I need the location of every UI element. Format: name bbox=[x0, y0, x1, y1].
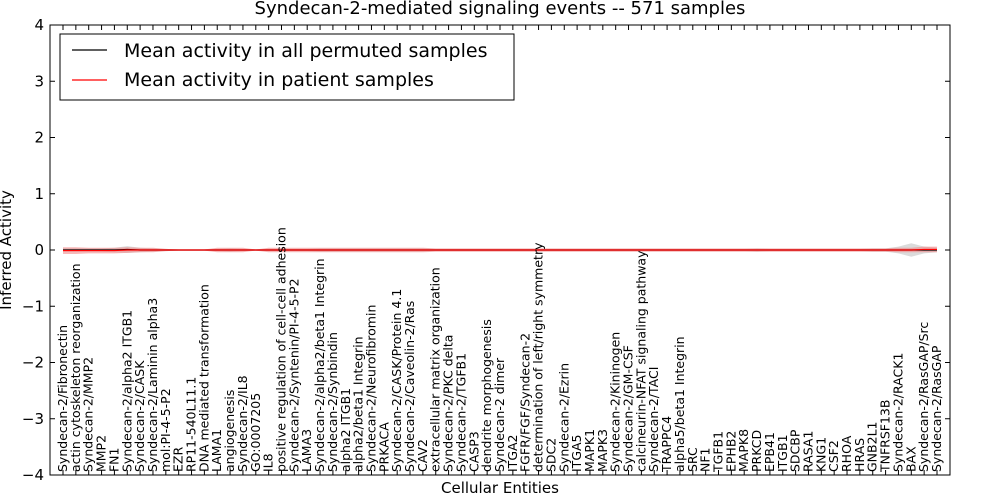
x-tick-label: Syndecan-2/alpha2/beta1 Integrin bbox=[312, 258, 327, 472]
x-tick-label: FGFR/FGF/Syndecan-2 bbox=[518, 333, 533, 472]
x-tick-label: BAX bbox=[903, 446, 918, 472]
x-tick-label: Syndecan-2/IL8 bbox=[235, 375, 250, 472]
x-tick-label: TGFB1 bbox=[711, 431, 726, 473]
x-tick-label: Syndecan-2/Caveolin-2/Ras bbox=[402, 301, 417, 472]
x-tick-label: Syndecan-2/RasGAP bbox=[929, 345, 944, 472]
y-tick-label: 4 bbox=[34, 16, 44, 34]
x-tick-label: Syndecan-2/alpha2 ITGB1 bbox=[119, 310, 134, 472]
x-tick-label: Syndecan-2/CASK/Protein 4.1 bbox=[389, 289, 404, 472]
x-tick-label: ITGA2 bbox=[505, 434, 520, 472]
line-patient bbox=[63, 248, 937, 252]
x-tick-label: Syndecan-2/Synbindin bbox=[325, 332, 340, 472]
x-tick-label: Syndecan-2/TACI bbox=[646, 367, 661, 472]
x-tick-label: NF1 bbox=[698, 448, 713, 473]
x-tick-label: CSF2 bbox=[826, 440, 841, 472]
x-tick-label: Syndecan-2/RasGAP/Src bbox=[916, 322, 931, 472]
y-axis-ticks: 4 3 2 1 0 −1 −2 −3 −4 bbox=[22, 16, 950, 484]
x-tick-label: FN1 bbox=[106, 448, 121, 473]
x-tick-label: Syndecan-2 dimer bbox=[492, 357, 507, 472]
x-tick-label: HRAS bbox=[852, 438, 867, 472]
x-tick-label: actin cytoskeleton reorganization bbox=[68, 263, 83, 472]
x-tick-label: Syndecan-2/GM-CSF bbox=[621, 345, 636, 472]
legend-label-permuted: Mean activity in all permuted samples bbox=[124, 40, 487, 62]
x-tick-label: GO:0007205 bbox=[248, 393, 263, 472]
x-tick-label: ITGA5 bbox=[569, 434, 584, 472]
x-tick-label: Syndecan-2/RACK1 bbox=[890, 353, 905, 472]
y-tick-label: 0 bbox=[34, 241, 44, 259]
x-tick-label: PRKCD bbox=[749, 430, 764, 472]
x-tick-label: GNB2L1 bbox=[865, 422, 880, 472]
legend: Mean activity in all permuted samples Me… bbox=[59, 33, 515, 101]
y-tick-label: 3 bbox=[34, 72, 44, 90]
y-axis-label: Inferred Activity bbox=[0, 190, 15, 310]
x-tick-label: CASP3 bbox=[466, 431, 481, 472]
x-tick-label: Syndecan-2/PKC delta bbox=[441, 335, 456, 472]
y-tick-label: 2 bbox=[34, 129, 44, 147]
x-tick-label: DNA mediated transformation bbox=[196, 284, 211, 472]
x-tick-label: SDC2 bbox=[543, 438, 558, 472]
x-tick-label: dendrite morphogenesis bbox=[479, 319, 494, 472]
x-tick-label: SDCBP bbox=[788, 429, 803, 472]
legend-box bbox=[59, 33, 515, 101]
y-tick-label: −4 bbox=[22, 466, 44, 484]
x-tick-label: LAMA1 bbox=[209, 429, 224, 472]
x-tick-label: Syndecan-2/TGFB1 bbox=[453, 353, 468, 472]
x-tick-label: MAPK3 bbox=[595, 429, 610, 472]
x-tick-label: TNFRSF13B bbox=[878, 400, 893, 473]
x-tick-label: positive regulation of cell-cell adhesio… bbox=[274, 227, 289, 472]
y-tick-label: −2 bbox=[22, 354, 44, 372]
y-tick-label: −1 bbox=[22, 297, 44, 315]
x-tick-label: Syndecan-2/CASK bbox=[132, 360, 147, 472]
x-tick-label: IL8 bbox=[261, 453, 276, 472]
x-tick-label: EPHB2 bbox=[723, 431, 738, 472]
x-tick-label: RHOA bbox=[839, 435, 854, 472]
x-tick-label: RP11-540L11.1 bbox=[184, 377, 199, 472]
x-tick-label: RASA1 bbox=[800, 431, 815, 472]
x-tick-label: EZR bbox=[171, 447, 186, 472]
y-tick-label: 1 bbox=[34, 185, 44, 203]
x-tick-label: EPB41 bbox=[762, 432, 777, 472]
series-lines bbox=[63, 248, 937, 252]
x-tick-label: MMP2 bbox=[94, 435, 109, 472]
x-axis-label: Cellular Entities bbox=[441, 479, 559, 497]
x-tick-label: PRKACA bbox=[376, 422, 391, 472]
x-tick-label: KNG1 bbox=[813, 437, 828, 472]
x-tick-label: MAPK1 bbox=[582, 429, 597, 472]
x-tick-label: Syndecan-2/Neurofibromin bbox=[363, 305, 378, 472]
x-tick-label: alpha2/beta1 Integrin bbox=[351, 336, 366, 472]
x-tick-label: Syndecan-2/MMP2 bbox=[81, 357, 96, 472]
x-tick-label: extracellular matrix organization bbox=[428, 267, 443, 472]
x-tick-label: Syndecan-2/Ezrin bbox=[556, 363, 571, 472]
plot-frame bbox=[49, 24, 951, 476]
x-tick-label: LAMA3 bbox=[299, 429, 314, 472]
x-tick-label: alpha5/beta1 Integrin bbox=[672, 336, 687, 472]
x-tick-label: Syndecan-2/Laminin alpha3 bbox=[145, 298, 160, 472]
x-tick-label: SRC bbox=[685, 447, 700, 472]
x-tick-label: MAPK8 bbox=[736, 429, 751, 472]
x-tick-label: ITGB1 bbox=[775, 434, 790, 472]
chart-title: Syndecan-2-mediated signaling events -- … bbox=[255, 0, 746, 19]
x-tick-label: TRAPPC4 bbox=[659, 416, 674, 473]
x-tick-label: CAV2 bbox=[415, 439, 430, 472]
y-tick-label: −3 bbox=[22, 410, 44, 428]
x-tick-label: angiogenesis bbox=[222, 390, 237, 472]
x-tick-label: mol:PI-4-5-P2 bbox=[158, 388, 173, 472]
x-tick-label: calcineurin-NFAT signaling pathway bbox=[633, 250, 648, 472]
x-tick-label: determination of left/right symmetry bbox=[531, 242, 546, 472]
x-tick-label: Syndecan-2/Syntenin/PI-4-5-P2 bbox=[286, 278, 301, 472]
x-tick-label: Syndecan-2/Kininogen bbox=[608, 332, 623, 472]
x-tick-label: alpha2 ITGB1 bbox=[338, 388, 353, 472]
x-tick-label: Syndecan-2/Fibronectin bbox=[55, 325, 70, 472]
legend-label-patient: Mean activity in patient samples bbox=[124, 69, 434, 91]
